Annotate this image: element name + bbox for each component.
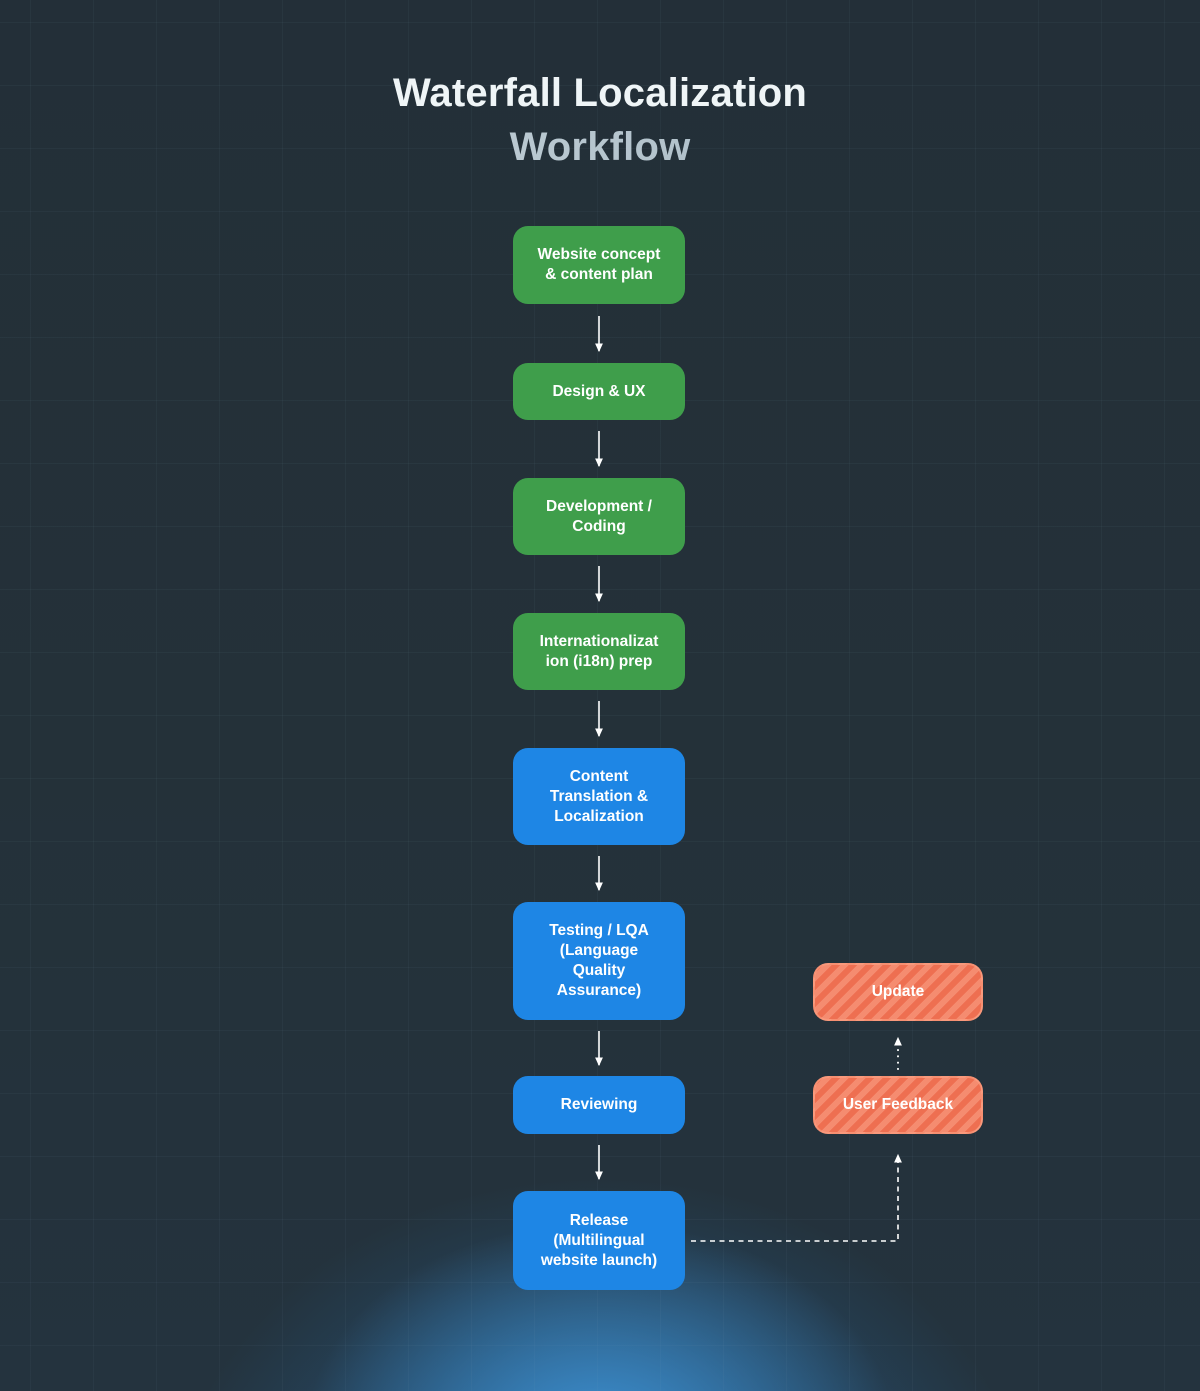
flow-node-development-coding: Development / Coding bbox=[513, 478, 685, 555]
flow-node-label: Internationalizat ion (i18n) prep bbox=[539, 632, 659, 670]
flow-node-user-feedback: User Feedback bbox=[813, 1076, 983, 1134]
flow-node-label: Reviewing bbox=[560, 1096, 638, 1113]
page-title: Waterfall Localization Workflow bbox=[0, 66, 1200, 174]
flow-node-label: Development / Coding bbox=[546, 497, 652, 535]
flow-node-label: User Feedback bbox=[842, 1096, 954, 1113]
flow-node-label: Content Translation & Localization bbox=[549, 767, 649, 825]
flow-node-release: Release (Multilingual website launch) bbox=[513, 1191, 685, 1290]
flow-node-label: Testing / LQA (Language Quality Assuranc… bbox=[549, 922, 649, 999]
flow-node-website-concept: Website concept & content plan bbox=[513, 226, 685, 304]
dashed-arrow-release-to-user-feedback bbox=[691, 1153, 902, 1242]
flow-node-label: Website concept & content plan bbox=[537, 246, 661, 283]
flow-node-content-translation: Content Translation & Localization bbox=[513, 748, 685, 845]
flow-node-i18n-prep: Internationalizat ion (i18n) prep bbox=[513, 613, 685, 690]
page-title-line1: Waterfall Localization bbox=[392, 71, 808, 115]
flow-node-reviewing: Reviewing bbox=[513, 1076, 685, 1134]
flow-node-label: Design & UX bbox=[552, 382, 646, 400]
flow-node-update: Update bbox=[813, 963, 983, 1021]
flow-node-label: Update bbox=[871, 983, 925, 1000]
page-title-line2: Workflow bbox=[0, 120, 1200, 174]
flow-node-design-ux: Design & UX bbox=[513, 363, 685, 420]
flow-node-testing-lqa: Testing / LQA (Language Quality Assuranc… bbox=[513, 902, 685, 1020]
flow-node-label: Release (Multilingual website launch) bbox=[540, 1211, 658, 1269]
